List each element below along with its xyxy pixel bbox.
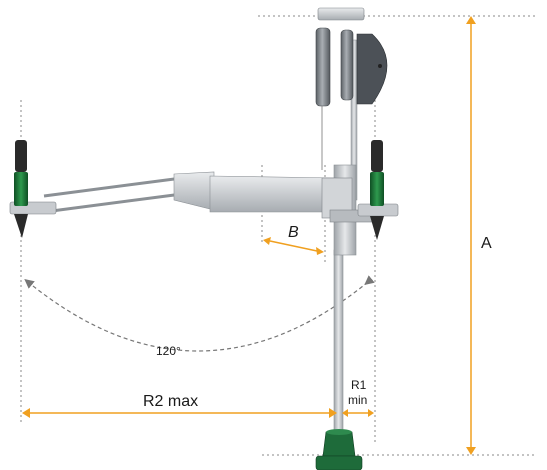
guide-lines — [20, 15, 536, 456]
horizontal-arm — [43, 171, 373, 223]
swing-arc — [24, 275, 375, 352]
label-r1: R1 — [351, 378, 367, 392]
column-base — [315, 429, 363, 470]
arm-beam — [209, 175, 337, 213]
left-tool-tip — [14, 214, 28, 238]
label-b: B — [288, 224, 299, 241]
arm-rod-upper — [43, 176, 183, 198]
balancer-assembly — [315, 7, 388, 170]
right-tool-body-dark — [371, 140, 383, 172]
right-tool — [357, 140, 399, 240]
dimension-r1 — [342, 409, 374, 417]
label-a: A — [481, 235, 492, 252]
arm-rod-lower — [43, 192, 183, 214]
left-tool-body-dark — [15, 140, 27, 172]
balancer-bracket — [317, 7, 365, 21]
label-r2-max: R2 max — [143, 393, 198, 410]
label-min: min — [348, 393, 367, 407]
dimension-b — [263, 237, 324, 255]
arm-joint — [173, 171, 215, 211]
label-angle: 120° — [156, 344, 181, 358]
left-tool — [9, 140, 57, 238]
balancer-drum — [356, 33, 388, 105]
dimension-a — [466, 16, 476, 455]
balancer-cylinder-left — [315, 27, 331, 107]
dimension-r2 — [22, 408, 337, 418]
left-tool-body-green — [14, 172, 28, 206]
right-tool-tip — [370, 216, 384, 240]
balancer-cylinder-mid — [340, 29, 354, 101]
right-tool-body-green — [370, 172, 384, 206]
